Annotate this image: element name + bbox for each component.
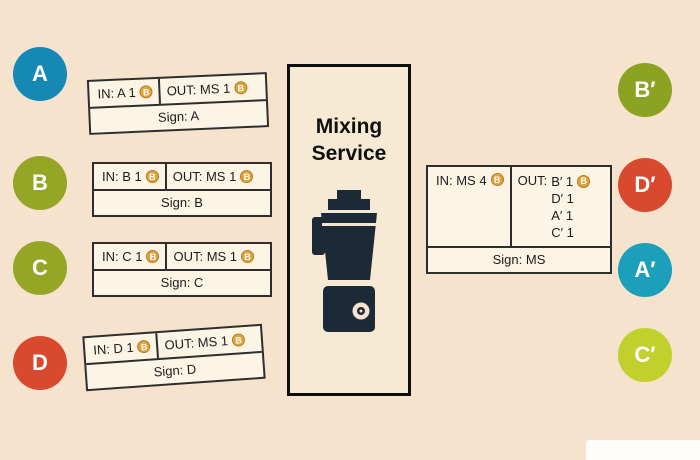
watermark — [586, 440, 700, 460]
tx-card-d-out-text: OUT: MS 1 — [164, 333, 229, 353]
bitcoin-icon: B — [490, 173, 504, 186]
tx-card-ms-out-value: D′ 1 — [551, 191, 574, 206]
tx-card-a-out-text: OUT: MS 1 — [166, 80, 231, 99]
bitcoin-glyph: B — [149, 251, 157, 262]
mixing-service-box: Mixing Service — [287, 64, 411, 396]
participant-b-label: B — [32, 170, 48, 195]
tx-card-ms-in-cell: IN: MS 4 B — [428, 167, 512, 246]
tx-card-a-out-cell: OUT: MS 1 B — [160, 74, 266, 104]
bitcoin-icon: B — [137, 339, 152, 354]
tx-card-b-in-text: IN: B 1 — [102, 169, 142, 184]
participant-d-circle: D — [13, 336, 67, 390]
participant-a-prime-circle: A′ — [618, 243, 672, 297]
tx-card-ms-out-label: OUT: — [517, 173, 548, 188]
tx-card-a: IN: A 1 B OUT: MS 1 B Sign: A — [86, 72, 270, 135]
bitcoin-icon: B — [231, 333, 246, 347]
tx-card-b: IN: B 1 B OUT: MS 1 B Sign: B — [92, 162, 272, 217]
participant-c-prime-circle: C′ — [618, 328, 672, 382]
tx-card-b-out-text: OUT: MS 1 — [172, 169, 237, 184]
tx-card-c-top-row: IN: C 1 B OUT: MS 1 B — [94, 244, 270, 271]
bitcoin-icon: B — [146, 250, 160, 263]
tx-card-ms-sign: Sign: MS — [492, 252, 546, 267]
bitcoin-icon: B — [241, 250, 255, 263]
participant-d-label: D — [32, 350, 48, 375]
bitcoin-glyph: B — [580, 176, 587, 186]
tx-card-c-out-cell: OUT: MS 1 B — [167, 244, 270, 269]
participant-c-circle: C — [13, 241, 67, 295]
tx-card-ms-out-cell: OUT: B′ 1 B D′ 1 A′ 1 C′ 1 — [512, 167, 610, 246]
tx-card-b-out-cell: OUT: MS 1 B — [167, 164, 270, 189]
participant-c-label: C — [32, 255, 48, 280]
tx-card-b-in-cell: IN: B 1 B — [94, 164, 167, 189]
tx-card-c: IN: C 1 B OUT: MS 1 B Sign: C — [92, 242, 272, 297]
bitcoin-icon: B — [233, 80, 248, 95]
participant-c-prime-label: C′ — [634, 342, 656, 367]
tx-card-ms: IN: MS 4 B OUT: B′ 1 B D′ 1 A′ 1 C′ 1 Si… — [426, 165, 612, 274]
bitcoin-glyph: B — [244, 251, 251, 262]
tx-card-d-in-cell: IN: D 1 B — [84, 333, 160, 364]
tx-card-d: IN: D 1 B OUT: MS 1 B Sign: D — [82, 323, 266, 392]
bitcoin-glyph: B — [234, 334, 243, 346]
tx-card-a-in-text: IN: A 1 — [97, 84, 137, 102]
bitcoin-glyph: B — [142, 86, 150, 98]
participant-b-prime-circle: B′ — [618, 63, 672, 117]
tx-card-c-sign: Sign: C — [160, 275, 204, 290]
participant-d-prime-circle: D′ — [618, 158, 672, 212]
tx-card-ms-out-value: A′ 1 — [551, 208, 574, 223]
bitcoin-icon: B — [240, 170, 254, 183]
bitcoin-icon: B — [139, 85, 154, 99]
tx-card-d-in-text: IN: D 1 — [92, 339, 135, 358]
tx-card-c-out-text: OUT: MS 1 — [173, 249, 238, 264]
tx-card-ms-out-values: B′ 1 B D′ 1 A′ 1 C′ 1 — [551, 173, 591, 241]
tx-card-ms-out-line: B′ 1 B — [551, 173, 591, 190]
bitcoin-icon: B — [145, 170, 159, 183]
tx-card-c-in-text: IN: C 1 — [102, 249, 143, 264]
blender-icon — [312, 189, 377, 332]
tx-card-ms-out-value: B′ 1 — [551, 174, 574, 189]
bitcoin-glyph: B — [237, 82, 245, 93]
tx-card-ms-out-value: C′ 1 — [551, 225, 574, 240]
bitcoin-glyph: B — [140, 341, 148, 352]
tx-card-ms-out-line: A′ 1 — [551, 207, 590, 224]
participant-b-circle: B — [13, 156, 67, 210]
bitcoin-glyph: B — [493, 174, 501, 185]
participant-b-prime-label: B′ — [634, 77, 656, 102]
tx-card-ms-top-row: IN: MS 4 B OUT: B′ 1 B D′ 1 A′ 1 C′ 1 — [428, 167, 610, 248]
tx-card-b-sign: Sign: B — [161, 195, 203, 210]
participant-d-prime-label: D′ — [634, 172, 656, 197]
tx-card-c-in-cell: IN: C 1 B — [94, 244, 168, 269]
tx-card-ms-in-text: IN: MS 4 — [436, 173, 487, 188]
tx-card-b-top-row: IN: B 1 B OUT: MS 1 B — [94, 164, 270, 191]
mixing-service-title: Mixing Service — [311, 115, 387, 166]
participant-a-circle: A — [13, 47, 67, 101]
bitcoin-icon: B — [577, 175, 591, 188]
tx-card-ms-out-line: C′ 1 — [551, 224, 590, 241]
bitcoin-glyph: B — [243, 171, 251, 182]
tx-card-a-in-cell: IN: A 1 B — [88, 78, 162, 107]
bitcoin-glyph: B — [149, 171, 156, 182]
participant-a-label: A — [32, 61, 48, 86]
tx-card-ms-out-line: D′ 1 — [551, 190, 590, 207]
participant-a-prime-label: A′ — [634, 257, 656, 282]
